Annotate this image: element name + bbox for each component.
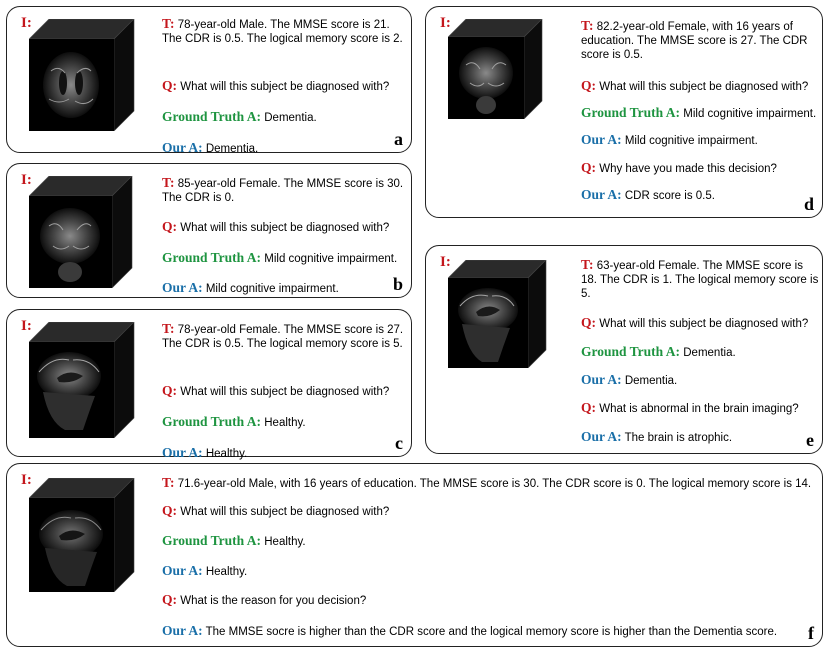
our-answer-text: Dementia. [624, 375, 678, 387]
our-answer-text: Healthy. [205, 448, 248, 460]
ground-truth-answer: Mild cognitive impairment. [264, 253, 398, 265]
our-answer-key: Our A [162, 140, 199, 155]
panel-e: I: T: 63-year-old Female. The MMSE score… [425, 245, 823, 454]
image-label: I: [440, 15, 451, 31]
ground-truth-answer: Dementia. [683, 347, 736, 359]
panel-tag: f [808, 623, 814, 643]
mri-axial-cube [29, 19, 135, 131]
question-text: Why have you made this decision? [599, 163, 777, 175]
question-text: What will this subject be diagnosed with… [180, 222, 390, 234]
our-answer-text: Healthy. [205, 566, 248, 578]
question-key: Q [581, 315, 592, 330]
text-key: T [581, 18, 590, 33]
question-text: What is abnormal in the brain imaging? [599, 403, 799, 415]
our-answer-key: Our A [162, 445, 199, 460]
our-answer-key: Our A [162, 563, 199, 578]
our-answer-key: Our A [581, 372, 618, 387]
question-key: Q [162, 592, 173, 607]
panel-d: I: T: 82.2-year-old Female, with 16 year… [425, 6, 823, 218]
our-answer-key: Our A [581, 132, 618, 147]
subject-description: 63-year-old Female. The MMSE score is 18… [581, 260, 819, 300]
mri-coronal-cube [448, 19, 543, 119]
ground-truth-key: Ground Truth A [162, 414, 257, 429]
ground-truth-answer: Healthy. [264, 417, 306, 429]
ground-truth-answer: Healthy. [264, 536, 306, 548]
subject-description: 78-year-old Male. The MMSE score is 21. … [162, 19, 403, 45]
panel-a: I: T: 78-year-old Male. The MMSE score i… [6, 6, 412, 155]
our-answer-key: Our A [581, 187, 618, 202]
mri-coronal-cube [29, 176, 133, 288]
panel-b: I: T: 85-year-old Female. The MMSE score… [6, 163, 412, 298]
panel-tag: a [394, 129, 403, 149]
mri-sagittal-cube [29, 322, 135, 438]
panel-tag: b [392, 274, 403, 294]
mri-sagittal-cube [448, 260, 547, 368]
image-label: I: [21, 318, 32, 334]
ground-truth-answer: Dementia. [264, 112, 317, 124]
text-key: T [162, 475, 171, 490]
text-key: T [162, 175, 171, 190]
question-key: Q [162, 503, 173, 518]
image-label: I: [21, 172, 32, 188]
text-key: T [162, 16, 171, 31]
question-key: Q [162, 78, 173, 93]
our-answer-key: Our A [581, 429, 618, 444]
text-key: T [162, 321, 171, 336]
panel-tag: d [803, 194, 814, 214]
our-answer-key: Our A [162, 623, 199, 638]
question-key: Q [581, 78, 592, 93]
ground-truth-key: Ground Truth A [162, 250, 257, 265]
our-answer-text: Mild cognitive impairment. [624, 135, 758, 147]
ground-truth-key: Ground Truth A [581, 105, 676, 120]
panel-tag: c [395, 433, 403, 453]
panel-tag: e [806, 430, 814, 450]
our-answer-text: Dementia. [205, 143, 259, 155]
image-label: I: [21, 472, 32, 488]
our-answer-text: The brain is atrophic. [624, 432, 733, 444]
text-key: T [581, 257, 590, 272]
panel-f: I: T: 71.6-year-old Male, with 16 years … [6, 463, 823, 647]
question-key: Q [581, 160, 592, 175]
subject-description: 82.2-year-old Female, with 16 years of e… [581, 21, 808, 61]
our-answer-text: Mild cognitive impairment. [205, 283, 339, 295]
our-answer-key: Our A [162, 280, 199, 295]
ground-truth-answer: Mild cognitive impairment. [683, 108, 817, 120]
image-label: I: [440, 254, 451, 270]
subject-description: 71.6-year-old Male, with 16 years of edu… [177, 478, 812, 490]
question-key: Q [162, 219, 173, 234]
question-text: What will this subject be diagnosed with… [180, 506, 390, 518]
question-key: Q [162, 383, 173, 398]
ground-truth-key: Ground Truth A [581, 344, 676, 359]
question-text: What will this subject be diagnosed with… [599, 318, 809, 330]
our-answer-text: CDR score is 0.5. [624, 190, 715, 202]
mri-sagittal-cube [29, 478, 135, 592]
question-text: What will this subject be diagnosed with… [599, 81, 809, 93]
ground-truth-key: Ground Truth A [162, 533, 257, 548]
question-key: Q [581, 400, 592, 415]
panel-c: I: T: 78-year-old Female. The MMSE score… [6, 309, 412, 460]
image-label: I: [21, 15, 32, 31]
subject-description: 85-year-old Female. The MMSE score is 30… [162, 178, 404, 204]
subject-description: 78-year-old Female. The MMSE score is 27… [162, 324, 404, 350]
question-text: What is the reason for you decision? [180, 595, 367, 607]
question-text: What will this subject be diagnosed with… [180, 81, 390, 93]
question-text: What will this subject be diagnosed with… [180, 386, 390, 398]
ground-truth-key: Ground Truth A [162, 109, 257, 124]
our-answer-text: The MMSE socre is higher than the CDR sc… [205, 626, 778, 638]
